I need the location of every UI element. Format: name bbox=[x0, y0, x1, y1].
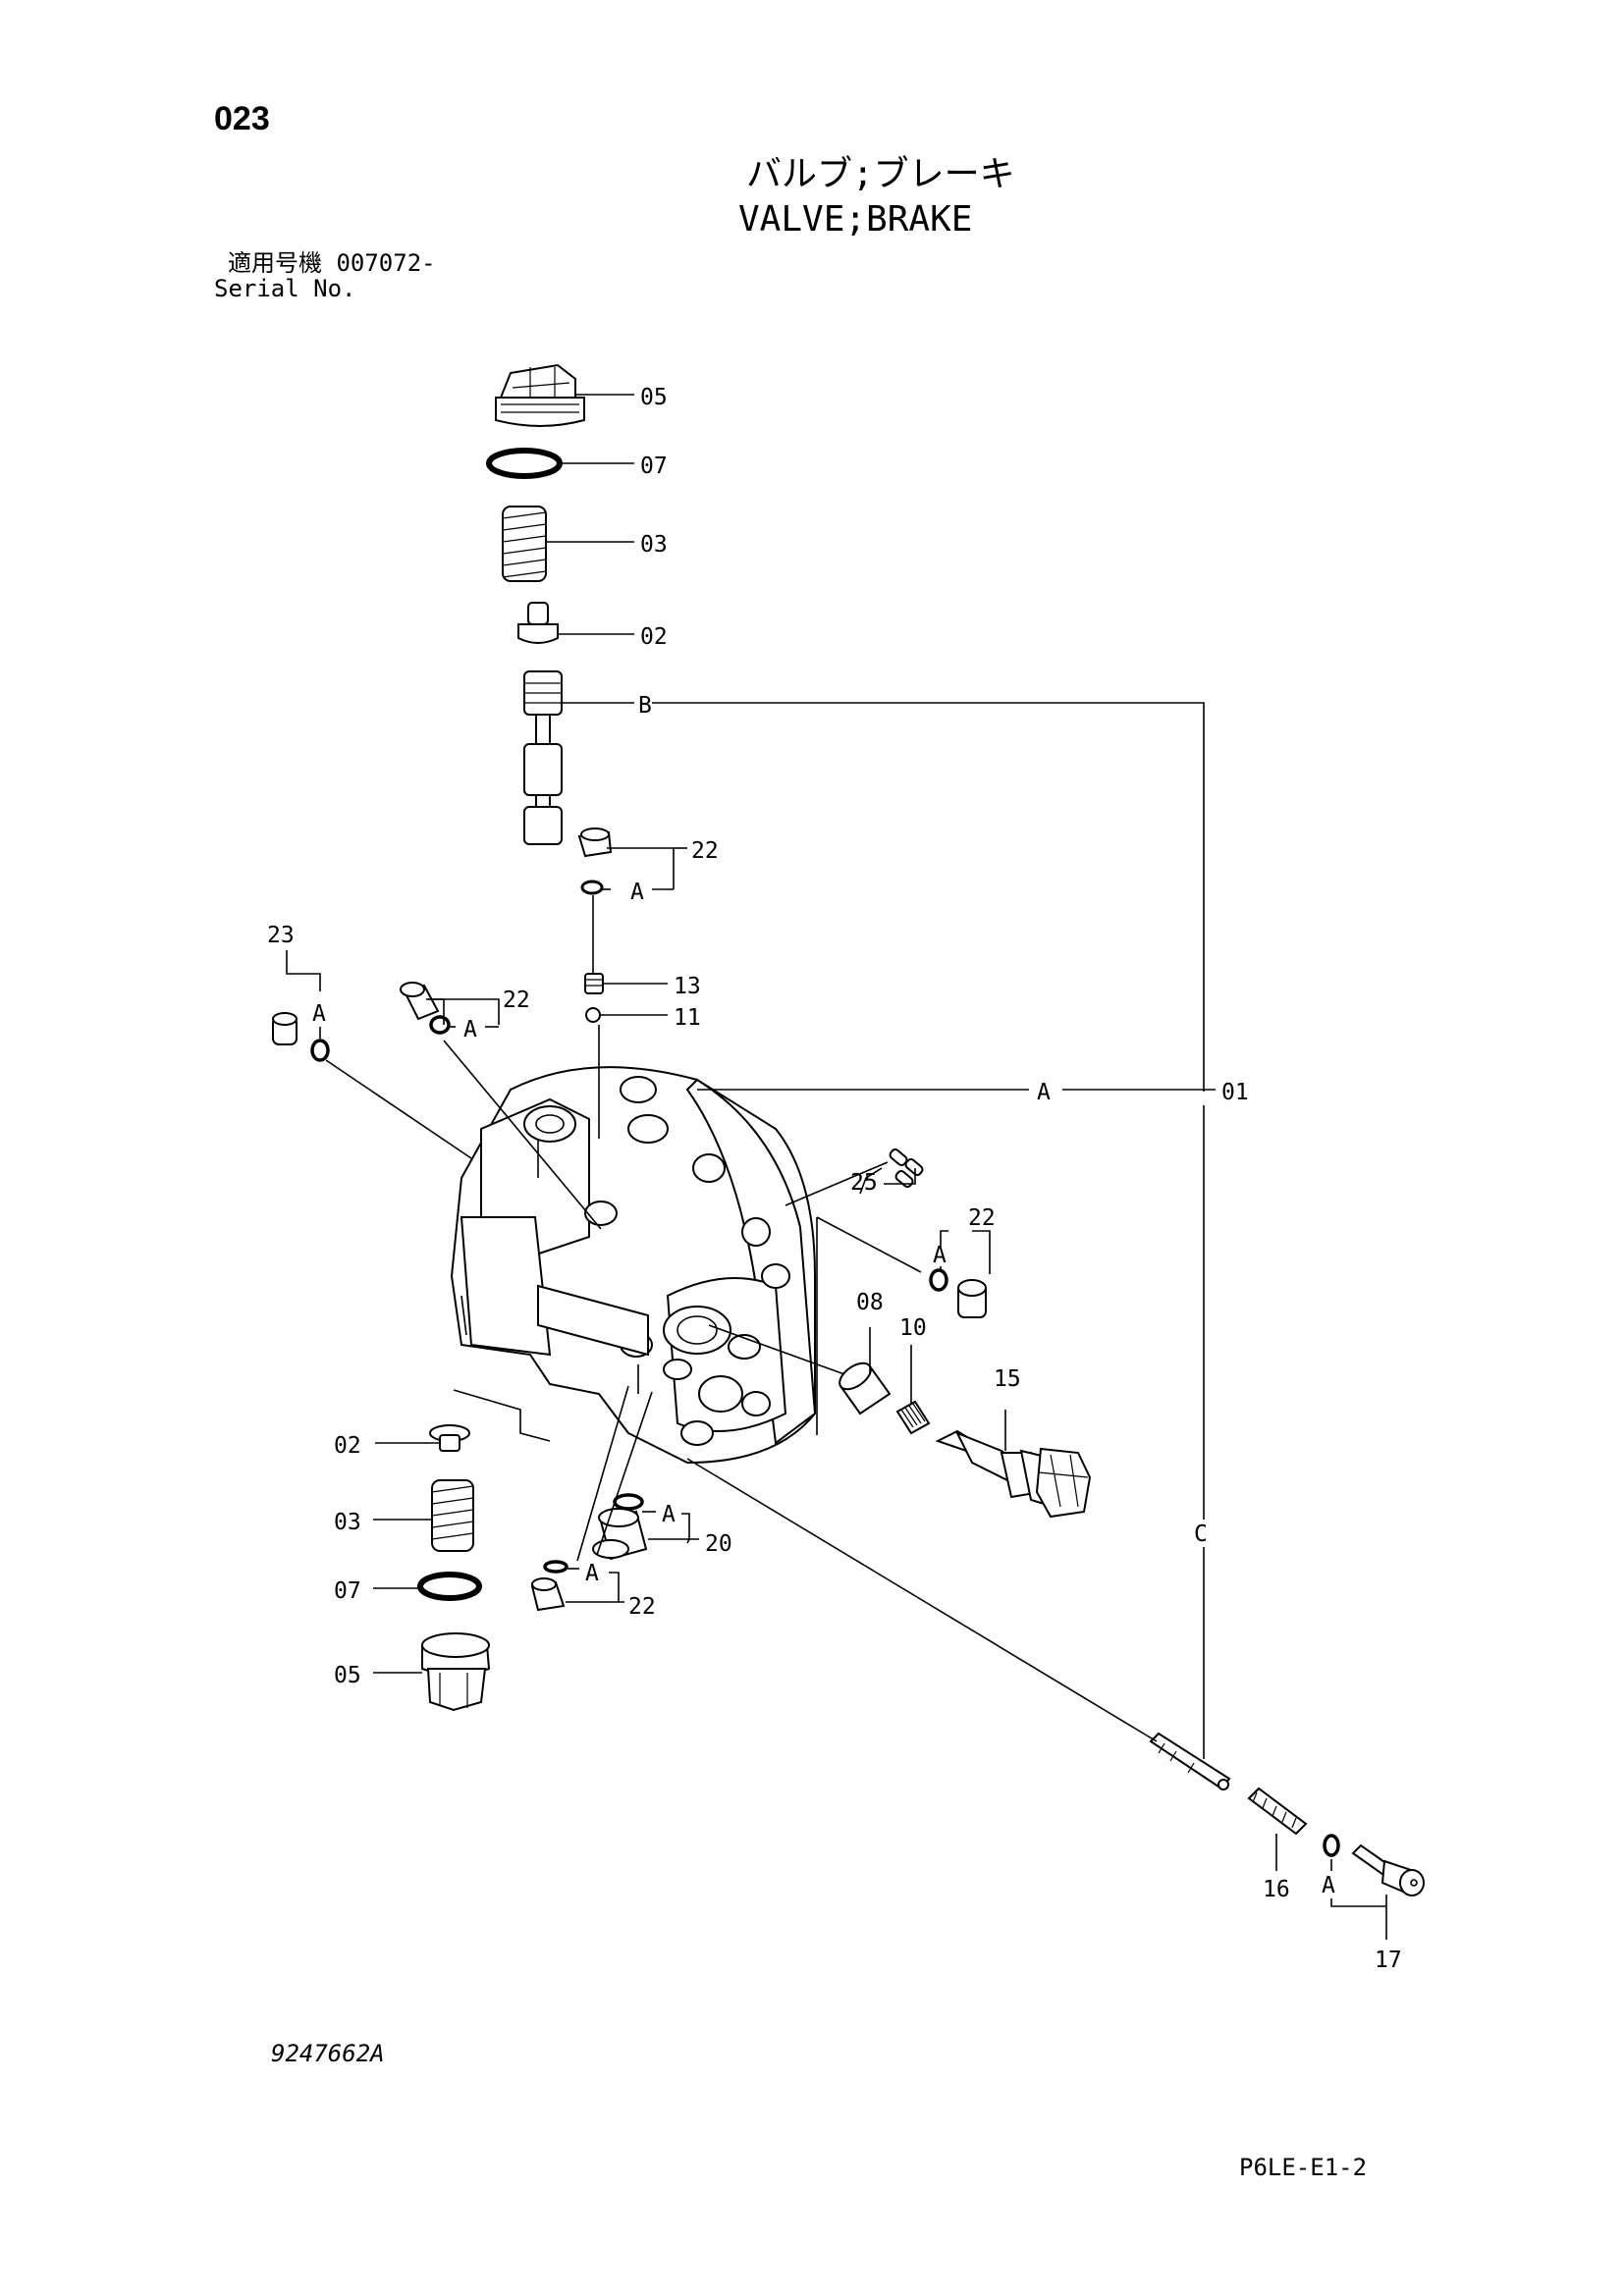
part-22-plug-d bbox=[530, 1577, 566, 1612]
callout-ref-b: B bbox=[638, 693, 652, 719]
title-english: VALVE;BRAKE bbox=[738, 199, 973, 240]
callout-15: 15 bbox=[994, 1366, 1021, 1392]
part-07-oring-top bbox=[486, 448, 563, 479]
part-03-spring-bottom bbox=[431, 1479, 474, 1552]
oring-small-5 bbox=[613, 1493, 644, 1511]
part-08-sleeve bbox=[839, 1362, 892, 1415]
callout-ref-a-7: A bbox=[1322, 1873, 1335, 1898]
callout-08: 08 bbox=[856, 1290, 884, 1315]
callout-22-a: 22 bbox=[691, 838, 719, 864]
callout-ref-a-4: A bbox=[933, 1243, 947, 1268]
callout-ref-a-5: A bbox=[662, 1502, 676, 1527]
part-23-plug bbox=[272, 1012, 298, 1045]
callout-13: 13 bbox=[674, 974, 701, 999]
callout-ref-a-main: A bbox=[1037, 1080, 1051, 1105]
callout-25: 25 bbox=[850, 1170, 878, 1196]
drawing-number: 9247662A bbox=[271, 2040, 385, 2067]
part-17-piston bbox=[1351, 1843, 1425, 1896]
callout-02-bottom: 02 bbox=[334, 1433, 361, 1459]
callout-17: 17 bbox=[1375, 1948, 1402, 1973]
callout-ref-a-6: A bbox=[585, 1561, 599, 1586]
part-13-screw bbox=[584, 973, 604, 994]
callout-05-top: 05 bbox=[640, 385, 668, 410]
callout-07-bottom: 07 bbox=[334, 1578, 361, 1604]
spool-c bbox=[1149, 1732, 1231, 1790]
part-22-plug-c bbox=[957, 1279, 987, 1318]
sheet-code: P6LE-E1-2 bbox=[1239, 2154, 1368, 2181]
callout-05-bottom: 05 bbox=[334, 1663, 361, 1688]
callout-23: 23 bbox=[267, 923, 295, 948]
oring-small-7 bbox=[1323, 1834, 1340, 1857]
part-10-spring bbox=[895, 1400, 931, 1435]
leader-lines bbox=[286, 394, 1387, 1940]
title-japanese: バルブ;ブレーキ bbox=[746, 154, 1015, 194]
callout-02-top: 02 bbox=[640, 624, 668, 650]
oring-small-6 bbox=[543, 1560, 568, 1574]
callout-ref-c: C bbox=[1194, 1522, 1208, 1547]
part-15-relief-valve bbox=[935, 1429, 1092, 1519]
oring-small-2 bbox=[310, 1039, 330, 1062]
part-22-plug-a bbox=[577, 828, 613, 858]
part-05-plug-top bbox=[495, 363, 585, 427]
oring-small-3 bbox=[429, 1015, 451, 1035]
callout-ref-a-3: A bbox=[463, 1017, 477, 1042]
callout-20: 20 bbox=[705, 1531, 732, 1557]
part-02-seat-top bbox=[517, 602, 559, 644]
oring-small-1 bbox=[580, 880, 604, 895]
callout-10: 10 bbox=[899, 1315, 927, 1341]
serial-label-japanese: 適用号機 007072- bbox=[228, 249, 436, 277]
part-05-plug-bottom bbox=[421, 1632, 491, 1712]
callout-22-d: 22 bbox=[628, 1594, 656, 1620]
callout-03-bottom: 03 bbox=[334, 1510, 361, 1535]
page-number: 023 bbox=[214, 100, 270, 137]
part-25-pins bbox=[889, 1148, 924, 1188]
part-03-spring-top bbox=[502, 506, 547, 582]
spool-b bbox=[523, 670, 563, 845]
part-20-plug bbox=[592, 1508, 648, 1561]
callout-ref-a-2: A bbox=[312, 1001, 326, 1027]
callout-22-b: 22 bbox=[503, 988, 530, 1013]
serial-label-english: Serial No. bbox=[214, 275, 356, 302]
callout-ref-a-1: A bbox=[630, 880, 644, 905]
callout-03-top: 03 bbox=[640, 532, 668, 558]
oring-small-4 bbox=[929, 1268, 948, 1292]
part-02-seat-bottom bbox=[429, 1424, 470, 1452]
valve-body bbox=[450, 1066, 817, 1465]
part-22-plug-b bbox=[400, 982, 440, 1021]
callout-16: 16 bbox=[1263, 1877, 1290, 1902]
part-16-spring bbox=[1247, 1787, 1308, 1836]
part-07-oring-bottom bbox=[417, 1572, 482, 1601]
callout-01: 01 bbox=[1221, 1080, 1249, 1105]
callout-11: 11 bbox=[674, 1005, 701, 1031]
part-11-ball bbox=[585, 1007, 601, 1023]
callout-22-c: 22 bbox=[968, 1205, 996, 1231]
callout-07-top: 07 bbox=[640, 454, 668, 479]
